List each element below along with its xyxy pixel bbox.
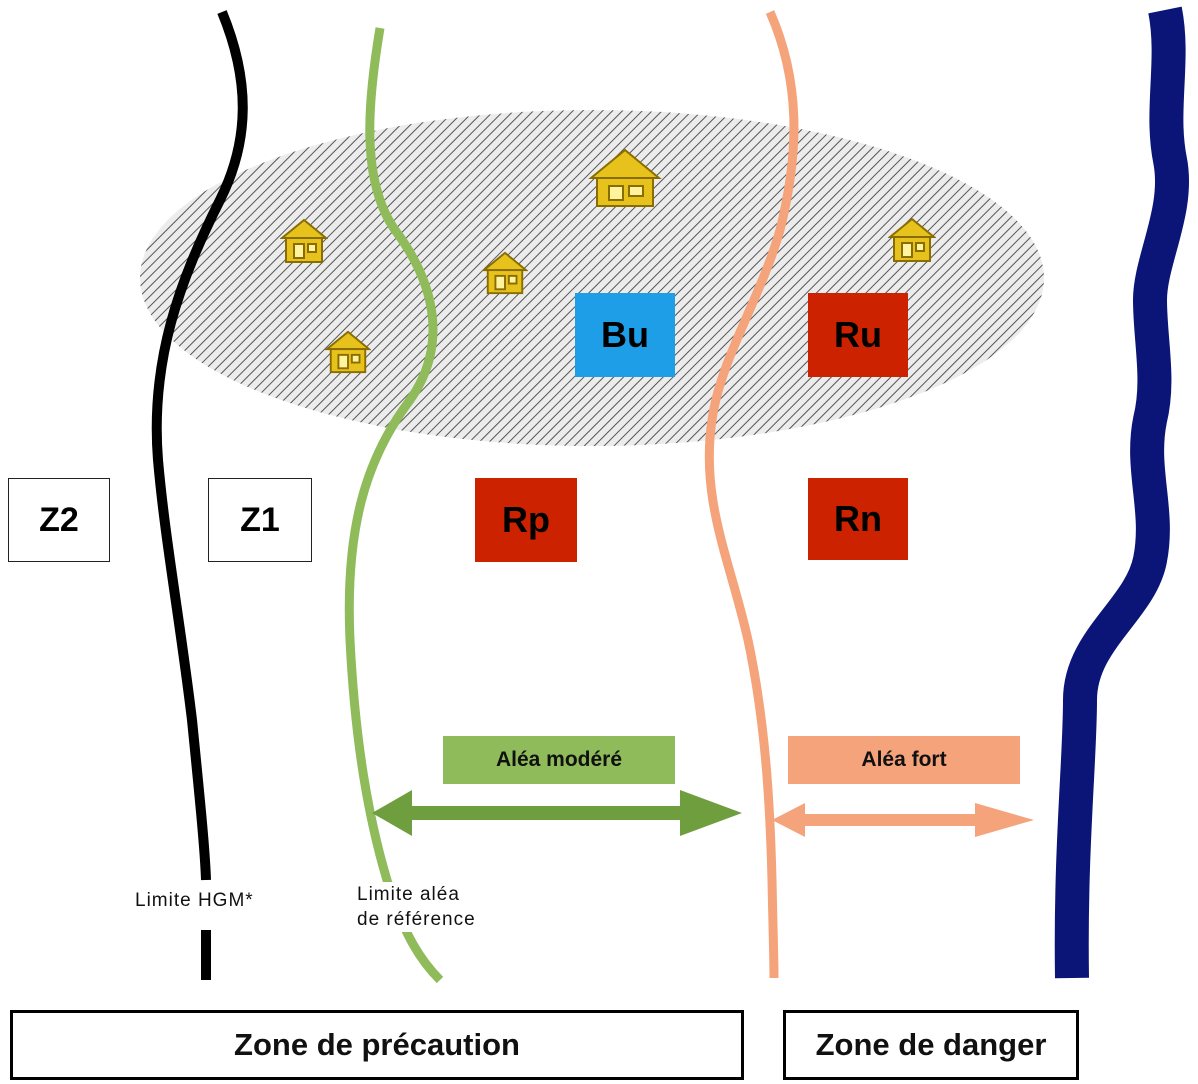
house-icon: [887, 216, 937, 269]
house-icon: [481, 250, 529, 301]
hgm-limit-line: [151, 10, 248, 980]
moderate-hazard-legend: Aléa modéré: [443, 736, 675, 784]
zone-z2: Z2: [8, 478, 110, 562]
river: [1054, 6, 1190, 979]
reference-limit-label-line2: de référence: [357, 909, 476, 930]
strong-hazard-legend: Aléa fort: [788, 736, 1020, 784]
zone-z1: Z1: [208, 478, 312, 562]
zone-rp: Rp: [475, 478, 577, 562]
strong-hazard-arrow: [772, 803, 1034, 837]
reference-limit-label-line1: Limite aléa: [357, 884, 460, 905]
precaution-zone-box: Zone de précaution: [10, 1010, 744, 1080]
danger-zone-box: Zone de danger: [783, 1010, 1079, 1080]
house-icon: [585, 148, 665, 217]
moderate-hazard-arrow: [372, 790, 742, 836]
reference-limit-label: Limite aléa de référence: [355, 882, 478, 932]
zone-bu: Bu: [575, 293, 675, 377]
zone-rn: Rn: [808, 478, 908, 560]
strong-limit-line: [704, 10, 799, 979]
house-icon: [324, 328, 372, 381]
zone-ru: Ru: [808, 293, 908, 377]
house-icon: [279, 218, 329, 269]
hgm-limit-label: Limite HGM*: [133, 888, 256, 913]
